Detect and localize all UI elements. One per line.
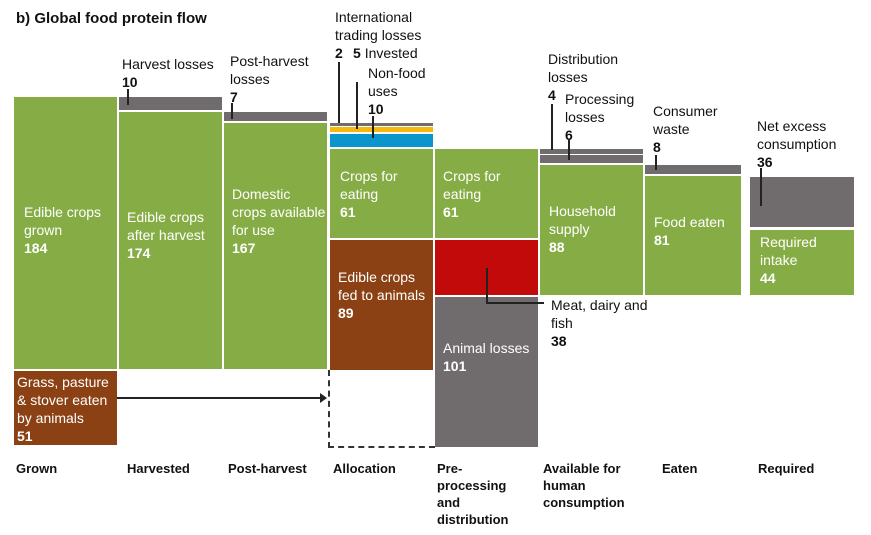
block-invested xyxy=(330,127,433,132)
leader-line xyxy=(372,116,374,138)
annotation-distribution-losses: Distribution losses 4 xyxy=(548,50,638,104)
label: International trading losses xyxy=(335,9,422,43)
value: 38 xyxy=(551,333,567,349)
block-post-harvest-losses xyxy=(224,112,327,121)
block-food-eaten: Food eaten 81 xyxy=(645,176,741,295)
leader-line xyxy=(486,268,488,302)
label: Edible crops after harvest xyxy=(127,209,205,243)
block-net-excess xyxy=(750,177,854,227)
leader-line xyxy=(127,89,129,105)
label: Consumer waste xyxy=(653,103,718,137)
leader-line xyxy=(356,82,358,129)
annotation-harvest-losses: Harvest losses 10 xyxy=(122,55,214,91)
label: Processing losses xyxy=(565,91,635,125)
block-harvest-losses xyxy=(119,97,222,110)
block-domestic-crops: Domestic crops available for use 167 xyxy=(224,123,327,369)
arrow-head-icon xyxy=(320,393,327,403)
label: Net excess consumption xyxy=(757,118,837,152)
value: 8 xyxy=(653,139,661,155)
label: Post-harvest losses xyxy=(230,53,309,87)
value: 51 xyxy=(17,428,33,444)
chart-title: b) Global food protein flow xyxy=(16,10,207,27)
block-required-intake: Required intake 44 xyxy=(750,230,854,295)
stage-label: Grown xyxy=(16,461,58,476)
value: 5 xyxy=(353,45,361,61)
value: 101 xyxy=(443,358,467,374)
annotation-intl-trading-losses: International trading losses 2 xyxy=(335,8,435,62)
label: Food eaten xyxy=(654,214,725,230)
value: 184 xyxy=(24,240,48,256)
block-crops-for-eating-pre: Crops for eating 61 xyxy=(435,149,538,238)
leader-line xyxy=(486,302,544,304)
label: Harvest losses xyxy=(122,56,214,72)
value: 7 xyxy=(230,89,238,105)
block-fed-to-animals: Edible crops fed to animals 89 xyxy=(330,240,433,370)
leader-line xyxy=(568,140,570,160)
value: 81 xyxy=(654,232,670,248)
value: 88 xyxy=(549,239,565,255)
block-animal-losses: Animal losses 101 xyxy=(435,297,538,447)
label: Required intake xyxy=(760,234,817,268)
value: 44 xyxy=(760,270,776,286)
value: 10 xyxy=(122,74,138,90)
annotation-invested: 5 Invested xyxy=(353,44,418,62)
stage-label: Required xyxy=(758,461,815,476)
value: 6 xyxy=(565,127,573,143)
grass-allocation-dashed-box xyxy=(328,370,435,448)
value: 36 xyxy=(757,154,773,170)
leader-line xyxy=(760,168,762,206)
block-grass-pasture: Grass, pasture & stover eaten by animals… xyxy=(14,371,117,445)
label: Distribution losses xyxy=(548,51,619,85)
block-household-supply: Household supply 88 xyxy=(540,165,643,295)
leader-line xyxy=(338,62,340,123)
stage-label: Available for human consumption xyxy=(543,461,625,510)
label: Meat, dairy and fish xyxy=(551,297,648,331)
annotation-meat-dairy-fish: Meat, dairy and fish 38 xyxy=(551,296,661,350)
label: Crops for eating xyxy=(340,168,398,202)
stage-label: Pre-processing and distribution xyxy=(437,461,509,527)
stage-label: Harvested xyxy=(127,461,190,476)
block-after-harvest: Edible crops after harvest 174 xyxy=(119,112,222,369)
block-non-food-uses xyxy=(330,134,433,147)
leader-line xyxy=(231,103,233,119)
label: Edible crops grown xyxy=(24,204,102,238)
label: Invested xyxy=(364,45,418,61)
annotation-net-excess: Net excess consumption 36 xyxy=(757,117,867,171)
label: Edible crops fed to animals xyxy=(338,269,426,303)
block-crops-for-eating-allocation: Crops for eating 61 xyxy=(330,149,433,238)
annotation-consumer-waste: Consumer waste 8 xyxy=(653,102,733,156)
annotation-post-harvest-losses: Post-harvest losses 7 xyxy=(230,52,320,106)
block-consumer-waste xyxy=(645,165,741,174)
annotation-processing-losses: Processing losses 6 xyxy=(565,90,645,144)
value: 2 xyxy=(335,45,343,61)
value: 174 xyxy=(127,245,151,261)
annotation-non-food-uses: Non-food uses 10 xyxy=(368,64,428,118)
value: 89 xyxy=(338,305,354,321)
label: Household supply xyxy=(549,203,616,237)
label: Animal losses xyxy=(443,340,530,356)
stage-label: Post-harvest xyxy=(228,461,307,476)
stage-label: Eaten xyxy=(662,461,698,476)
value: 61 xyxy=(443,204,459,220)
grass-arrow xyxy=(117,397,325,399)
block-intl-trading-losses xyxy=(330,123,433,126)
block-edible-crops-grown: Edible crops grown 184 xyxy=(14,97,117,369)
value: 167 xyxy=(232,240,256,256)
value: 10 xyxy=(368,101,384,117)
value: 61 xyxy=(340,204,356,220)
label: Non-food uses xyxy=(368,65,426,99)
leader-line xyxy=(551,104,553,150)
value: 4 xyxy=(548,87,556,103)
label: Grass, pasture & stover eaten by animals xyxy=(17,374,109,426)
leader-line xyxy=(655,155,657,170)
label: Domestic crops available for use xyxy=(232,186,326,238)
block-distribution-losses xyxy=(540,149,643,154)
stage-label: Allocation xyxy=(333,461,396,476)
label: Crops for eating xyxy=(443,168,501,202)
block-processing-losses xyxy=(540,155,643,163)
